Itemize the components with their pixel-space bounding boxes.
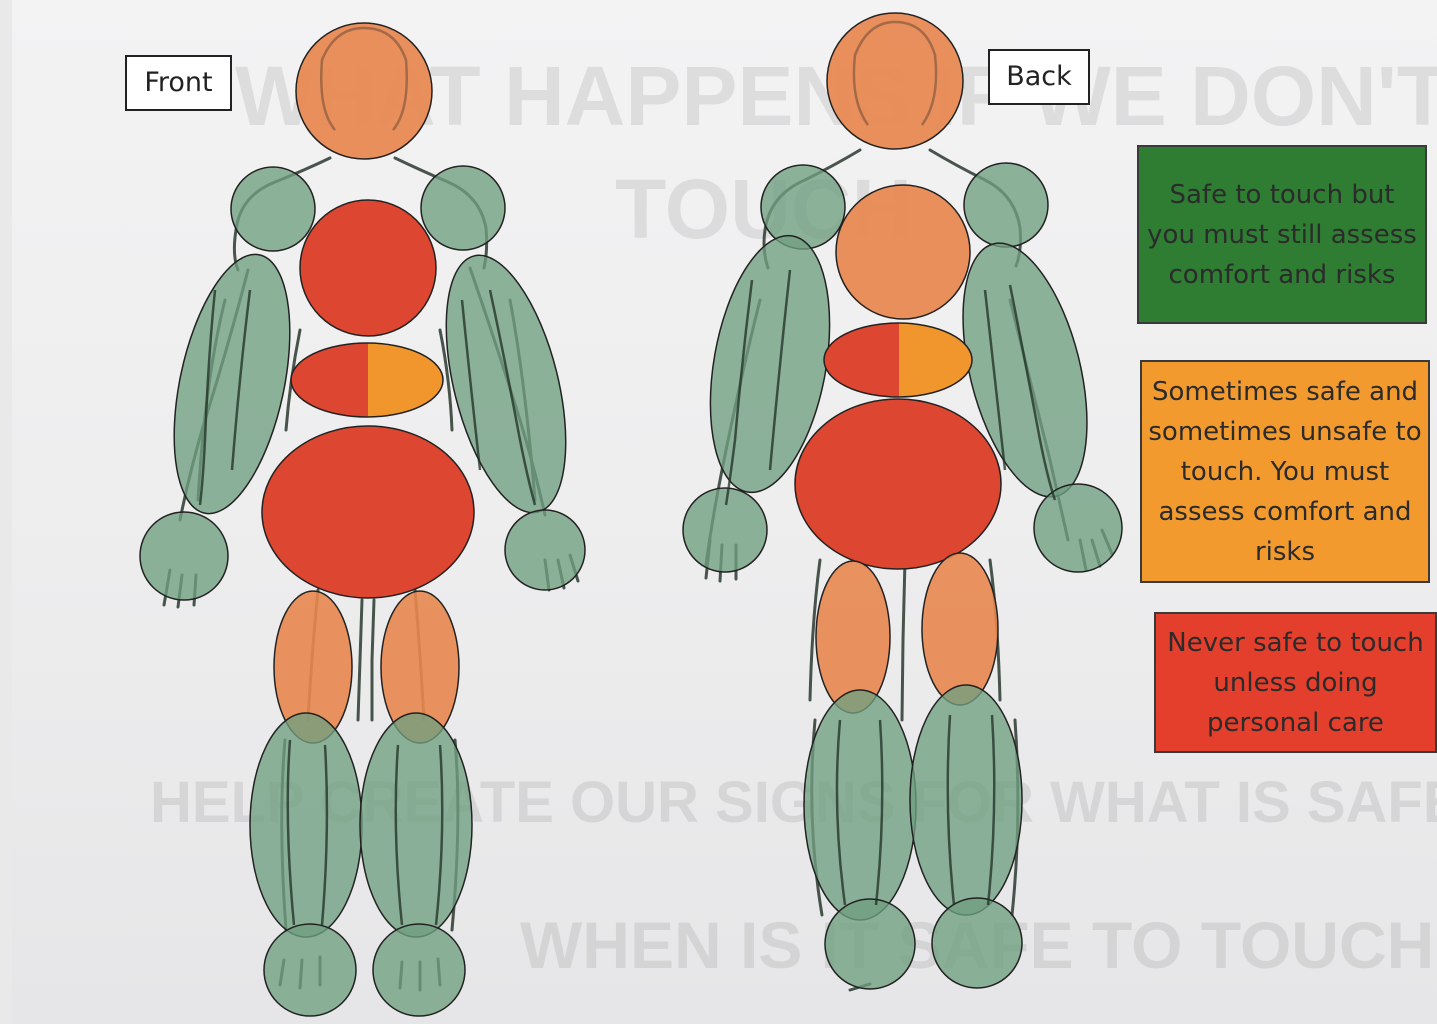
back-buttocks-zone <box>795 399 1001 569</box>
front-label: Front <box>125 55 232 111</box>
back-upper-back-zone <box>836 185 970 319</box>
front-left-leg-zone <box>250 713 362 937</box>
front-right-foot-zone <box>373 924 465 1016</box>
legend-sometimes: Sometimes safe and sometimes unsafe to t… <box>1140 360 1430 583</box>
back-left-shoulder-zone <box>761 165 845 249</box>
front-right-hand-zone <box>505 510 585 590</box>
front-chest-zone <box>300 200 436 336</box>
back-left-foot-zone <box>825 899 915 989</box>
back-left-leg-zone <box>804 690 916 920</box>
front-right-leg-zone <box>360 713 472 937</box>
back-head-zone <box>827 13 963 149</box>
front-figure <box>140 23 588 1016</box>
legend-safe-text: Safe to touch but you must still assess … <box>1145 175 1419 295</box>
back-label: Back <box>988 49 1090 105</box>
back-lower-back-zone <box>822 320 976 400</box>
front-left-foot-zone <box>264 924 356 1016</box>
legend-sometimes-text: Sometimes safe and sometimes unsafe to t… <box>1148 372 1422 572</box>
front-right-shoulder-zone <box>421 166 505 250</box>
back-right-leg-zone <box>910 685 1022 915</box>
legend-never-text: Never safe to touch unless doing persona… <box>1162 623 1429 743</box>
back-right-hand-zone <box>1034 484 1122 572</box>
front-pelvis-zone <box>262 426 474 598</box>
legend-never: Never safe to touch unless doing persona… <box>1154 612 1437 753</box>
front-head-zone <box>296 23 432 159</box>
back-figure <box>683 13 1122 990</box>
front-left-hand-zone <box>140 512 228 600</box>
front-left-shoulder-zone <box>231 167 315 251</box>
front-stomach-zone <box>289 340 448 420</box>
back-right-thigh-zone <box>922 553 998 705</box>
legend-safe: Safe to touch but you must still assess … <box>1137 145 1427 324</box>
back-left-hand-zone <box>683 488 767 572</box>
back-right-foot-zone <box>932 898 1022 988</box>
back-right-shoulder-zone <box>964 163 1048 247</box>
